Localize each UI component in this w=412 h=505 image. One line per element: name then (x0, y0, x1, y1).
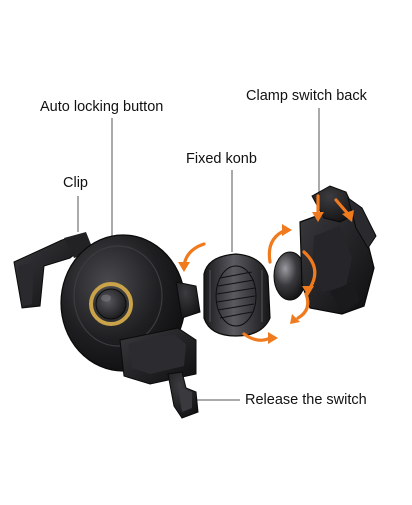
phone-cradle (13, 232, 201, 419)
label-auto-locking-button: Auto locking button (40, 99, 164, 115)
clamp-jaw-bottom (330, 282, 360, 312)
clamp-face (312, 226, 352, 292)
auto-locking-button (95, 288, 127, 320)
knob-threads (216, 271, 256, 319)
label-clamp-switch-back: Clamp switch back (246, 88, 367, 104)
button-highlight (101, 294, 111, 302)
press-arrow-icon (334, 198, 350, 216)
cradle-face-rim (73, 245, 163, 347)
rotate-arrow-icon (242, 332, 272, 342)
label-clip: Clip (63, 175, 88, 191)
rotate-arrow-icon (302, 250, 317, 290)
vent-clamp-assembly (273, 185, 377, 315)
clamp-jaw-right (347, 196, 377, 249)
clip-pad-left (18, 262, 34, 306)
rotate-arrow-icon (296, 292, 310, 320)
motion-arrowheads (178, 210, 354, 344)
gold-ring (89, 282, 133, 326)
label-fixed-knob: Fixed konb (186, 151, 257, 167)
label-release-switch: Release the switch (245, 392, 367, 408)
release-switch-tab (178, 386, 192, 412)
motion-arrows (182, 194, 350, 342)
cradle-neck (175, 281, 201, 319)
knob-grip-ridges (209, 270, 263, 322)
fixed-knob-assembly (203, 253, 271, 337)
support-pad-bottom (128, 334, 186, 374)
knob-face (215, 265, 257, 327)
